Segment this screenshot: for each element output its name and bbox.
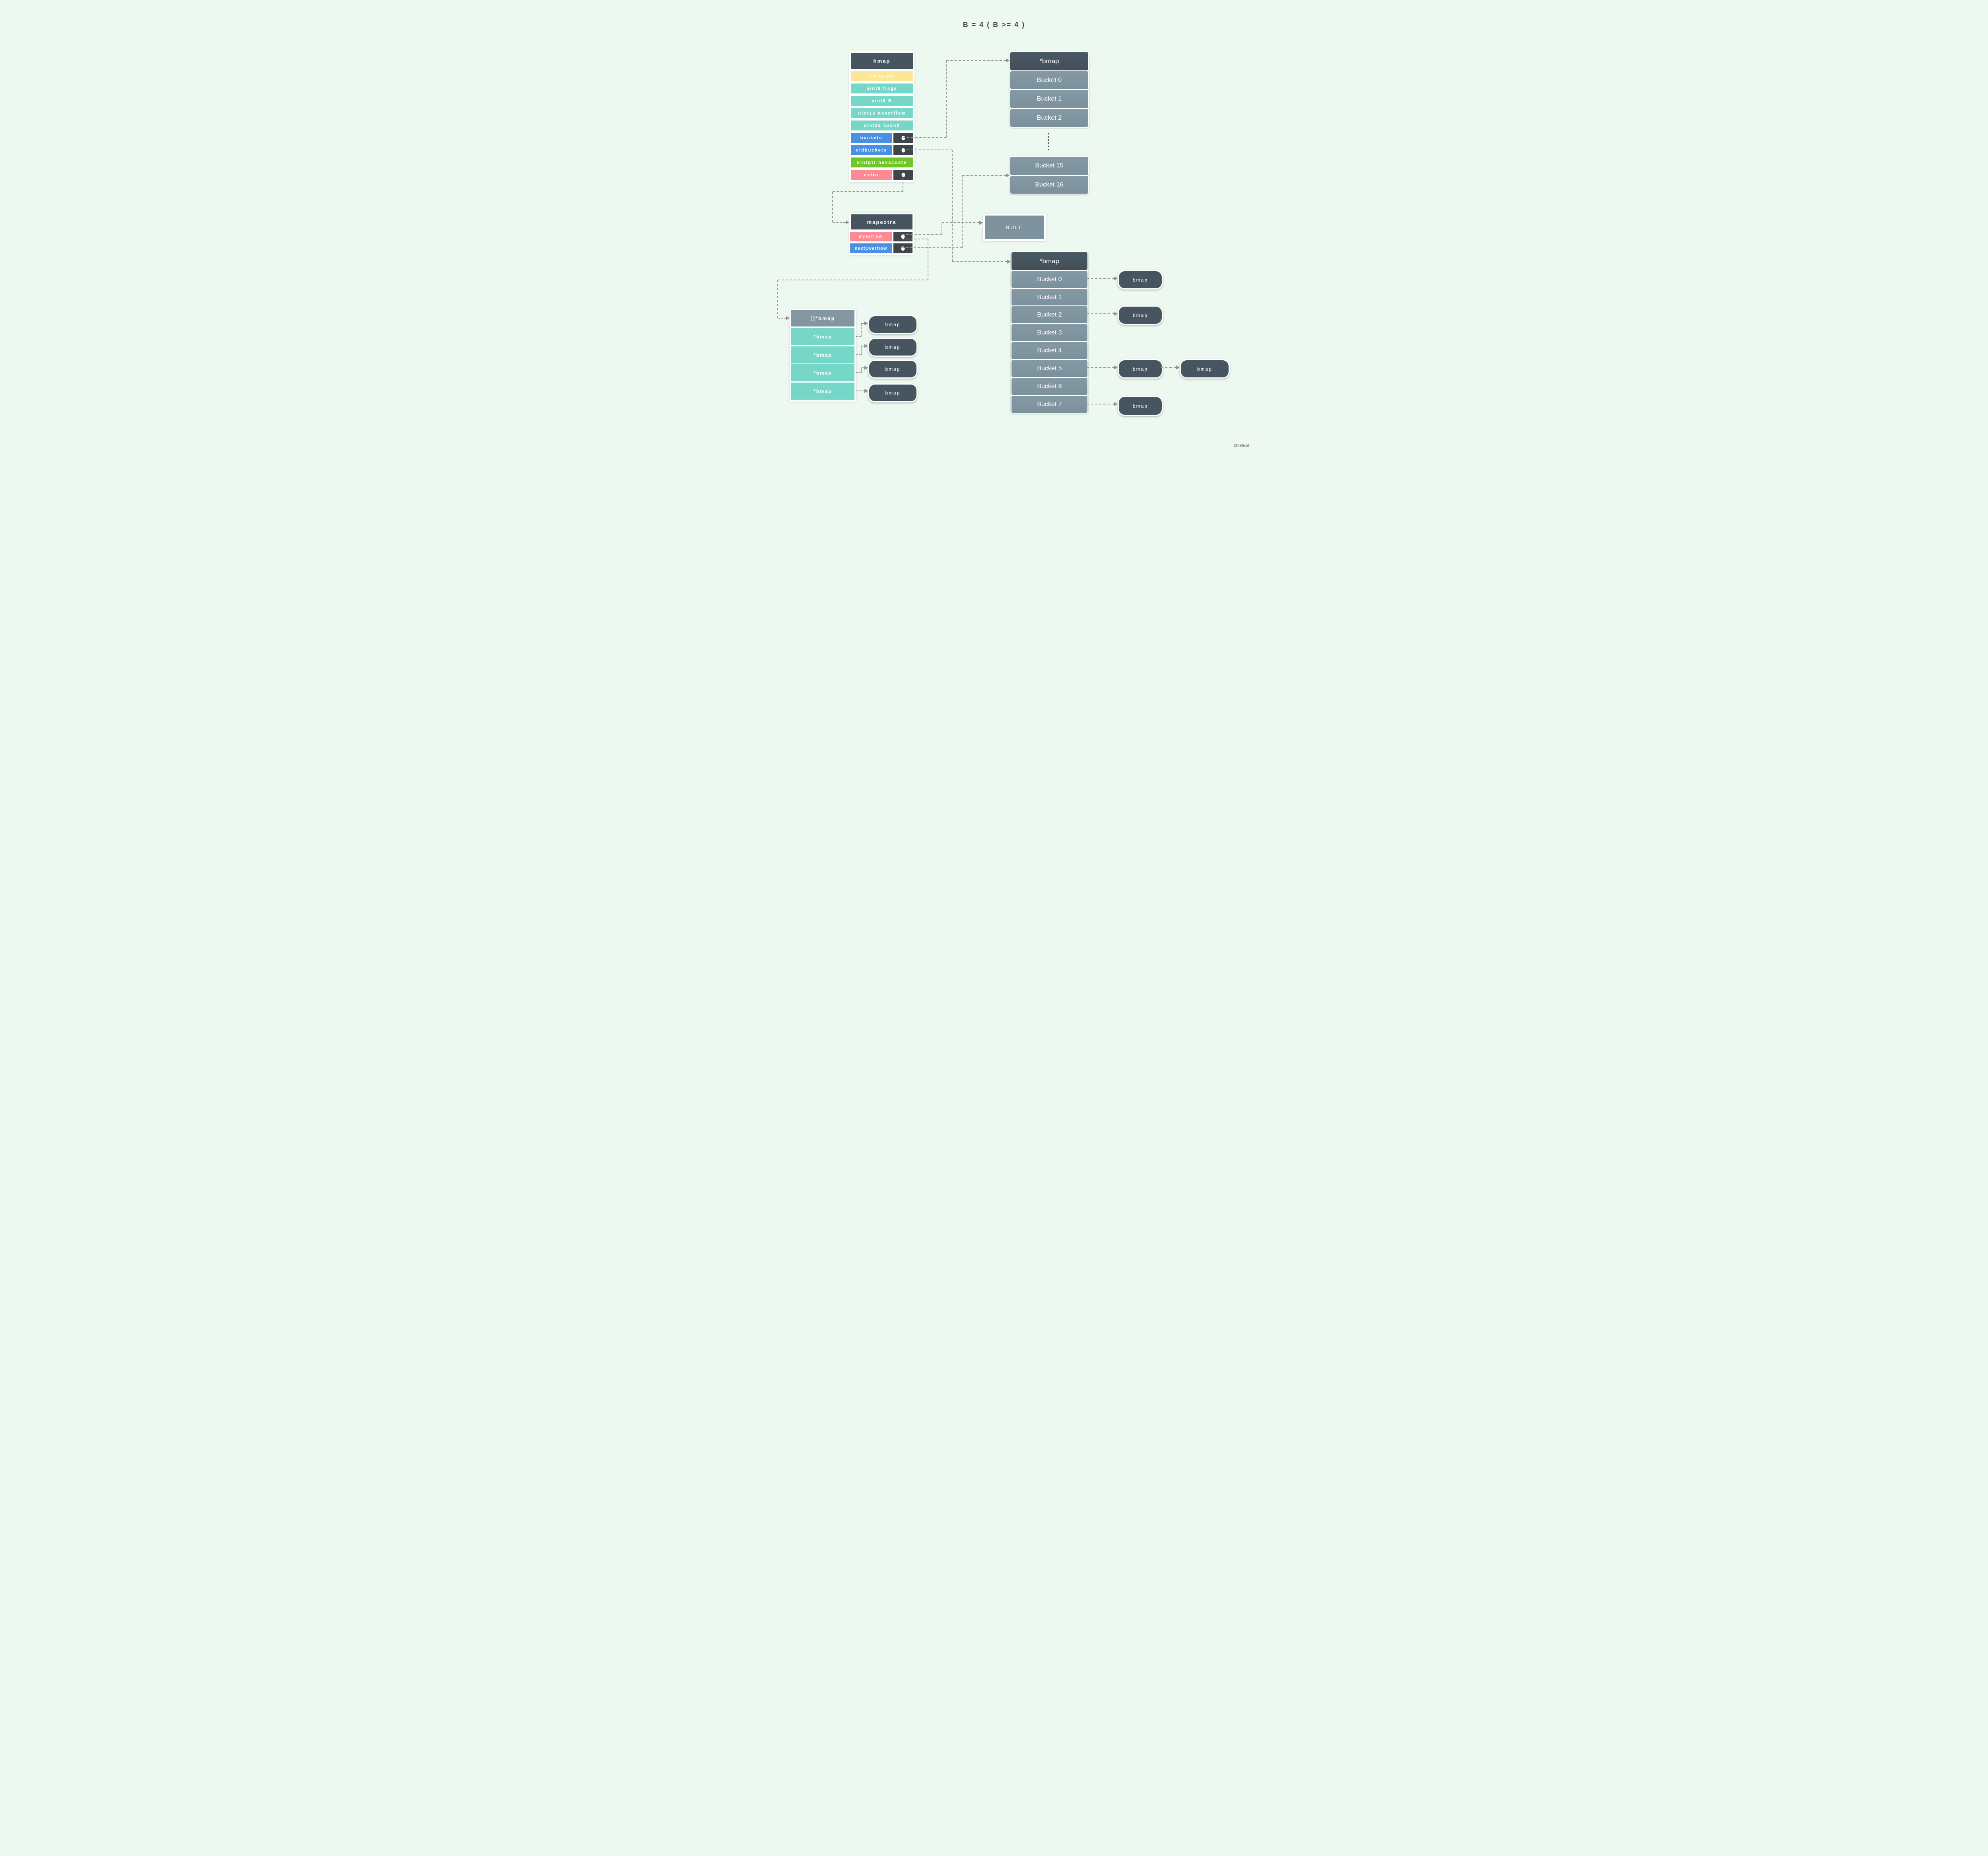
- nextoverflow-to-bucket16-arrowhead-icon: [1006, 173, 1010, 177]
- diagram-title: B = 4 ( B >= 4 ): [963, 21, 1025, 29]
- hmap-field-buckets: buckets: [851, 133, 892, 143]
- null-box: NULL: [983, 214, 1046, 241]
- overflow-to-null-segment: [942, 222, 979, 223]
- old-bucket-3: Bucket 3: [1011, 323, 1088, 342]
- hmap-field-hash0: uint32 hash0: [851, 120, 913, 130]
- extra-to-mapextra-segment: [832, 192, 833, 222]
- buckets-to-new-array-segment: [903, 137, 946, 138]
- overflow-to-slice-segment: [777, 280, 778, 318]
- bmap-node-slice2: bmap: [868, 360, 918, 379]
- slice3-to-bmap-arrowhead-icon: [864, 389, 868, 393]
- buckets-to-new-array-segment: [946, 60, 947, 138]
- bucket5-to-bmap-arrowhead-icon: [1114, 365, 1118, 369]
- old-bucket-5: Bucket 5: [1011, 359, 1088, 378]
- bucket2-to-bmap-arrowhead-icon: [1114, 312, 1118, 316]
- bucket0-to-bmap-segment: [1087, 278, 1114, 279]
- hmap-field-b: uint8 B: [851, 96, 913, 106]
- new-bucket-16: Bucket 16: [1010, 175, 1089, 194]
- extra-to-mapextra-segment: [833, 191, 903, 192]
- new-bucket-array-header: *bmap: [1010, 51, 1089, 71]
- slice2-to-bmap-segment: [856, 372, 861, 373]
- new-bucket-2: Bucket 2: [1010, 108, 1089, 128]
- bmap-node-bucket2: bmap: [1118, 305, 1163, 325]
- oldbuckets-to-old-array-segment: [952, 261, 1007, 262]
- buckets-to-new-array-segment: [946, 60, 1006, 61]
- slice0-to-bmap-segment: [861, 323, 864, 324]
- slice1-to-bmap-segment: [861, 346, 862, 355]
- hmap-field-oldbuckets: oldbuckets: [851, 145, 892, 155]
- ellipsis-dot: [1048, 146, 1049, 147]
- old-bucket-2: Bucket 2: [1011, 305, 1088, 324]
- ellipsis-dot: [1048, 142, 1049, 144]
- nextoverflow-to-bucket16-segment: [962, 175, 1006, 176]
- bucket7-to-bmap-arrowhead-icon: [1114, 402, 1118, 406]
- overflow-slice-header: []*bmap: [791, 310, 854, 327]
- slice2-to-bmap-arrowhead-icon: [864, 366, 868, 370]
- watermark: @halfrost: [1234, 443, 1249, 447]
- overflow-to-null-segment: [902, 234, 942, 235]
- oldbuckets-to-old-array-arrowhead-icon: [1007, 260, 1011, 264]
- hmap-field-noverflow: uint16 noverflow: [851, 108, 913, 118]
- bucket0-to-bmap-arrowhead-icon: [1114, 276, 1118, 280]
- bmap-node-bucket5-next: bmap: [1180, 359, 1230, 379]
- nextoverflow-to-bucket16-segment: [962, 175, 963, 248]
- old-bucket-0: Bucket 0: [1011, 270, 1088, 289]
- bmap-node-bucket7: bmap: [1118, 396, 1163, 416]
- slice1-to-bmap-segment: [856, 354, 861, 355]
- old-bucket-6: Bucket 6: [1011, 377, 1088, 396]
- bucket5-to-bmap-segment: [1087, 367, 1114, 368]
- bucket2-to-bmap-segment: [1087, 313, 1114, 314]
- old-bucket-1: Bucket 1: [1011, 288, 1088, 307]
- nextoverflow-to-bucket16-segment: [902, 247, 962, 248]
- slice0-to-bmap-arrowhead-icon: [864, 321, 868, 325]
- overflow-to-null-arrowhead-icon: [979, 221, 983, 225]
- mapextra-field-overflow: overflow: [850, 232, 892, 241]
- bmap-node-slice3: bmap: [868, 383, 918, 402]
- diagram-canvas: B = 4 ( B >= 4 ) hmap int count uint8 fl…: [714, 0, 1274, 464]
- ellipsis-dot: [1048, 133, 1049, 134]
- bmap-node-slice1: bmap: [868, 338, 918, 357]
- new-bucket-1: Bucket 1: [1010, 89, 1089, 109]
- slice2-to-bmap-segment: [861, 367, 864, 368]
- mapextra-header: mapextra: [851, 214, 912, 229]
- hmap-field-flags: uint8 flags: [851, 84, 913, 93]
- buckets-to-new-array-arrowhead-icon: [1006, 58, 1010, 62]
- overflow-slice-item-3: *bmap: [791, 383, 854, 400]
- overflow-slice-item-1: *bmap: [791, 346, 854, 363]
- old-bucket-4: Bucket 4: [1011, 341, 1088, 360]
- oldbuckets-to-old-array-segment: [952, 150, 953, 262]
- bmap-node-bucket0: bmap: [1118, 270, 1163, 290]
- mapextra-field-nextoverflow: nextOverflow: [850, 243, 892, 253]
- ellipsis-dot: [1048, 136, 1049, 138]
- hmap-field-count: int count: [851, 71, 913, 81]
- bmap-node-bucket5: bmap: [1118, 359, 1163, 379]
- nextoverflow-pointer-dot: [901, 246, 905, 251]
- bmap-to-bmap-chain-arrowhead-icon: [1176, 365, 1180, 369]
- old-bucket-array-header: *bmap: [1011, 251, 1088, 271]
- extra-to-mapextra-arrowhead-icon: [846, 220, 849, 224]
- overflow-pointer-cell: [893, 232, 912, 241]
- hmap-field-extra: extra: [851, 170, 892, 180]
- overflow-pointer-dot: [901, 234, 905, 239]
- slice1-to-bmap-arrowhead-icon: [864, 344, 868, 348]
- bmap-node-slice0: bmap: [868, 315, 918, 334]
- new-bucket-15: Bucket 15: [1010, 156, 1089, 176]
- old-bucket-7: Bucket 7: [1011, 395, 1088, 414]
- nextoverflow-pointer-cell: [893, 243, 912, 253]
- slice0-to-bmap-segment: [861, 323, 862, 336]
- slice0-to-bmap-segment: [856, 336, 861, 337]
- ellipsis-dot: [1048, 139, 1049, 141]
- extra-to-mapextra-segment: [833, 222, 846, 223]
- bmap-to-bmap-chain-segment: [1161, 367, 1176, 368]
- ellipsis-dot: [1048, 149, 1049, 150]
- slice2-to-bmap-segment: [861, 368, 862, 373]
- hmap-field-nevacuate: uintptr nevacuate: [851, 157, 913, 167]
- new-bucket-0: Bucket 0: [1010, 70, 1089, 90]
- overflow-to-slice-segment: [778, 318, 786, 319]
- hmap-header: hmap: [851, 53, 913, 69]
- ellipsis-dots: [1048, 133, 1049, 152]
- overflow-slice-item-2: *bmap: [791, 364, 854, 381]
- overflow-to-slice-arrowhead-icon: [786, 316, 790, 320]
- overflow-slice-item-0: *bmap: [791, 328, 854, 345]
